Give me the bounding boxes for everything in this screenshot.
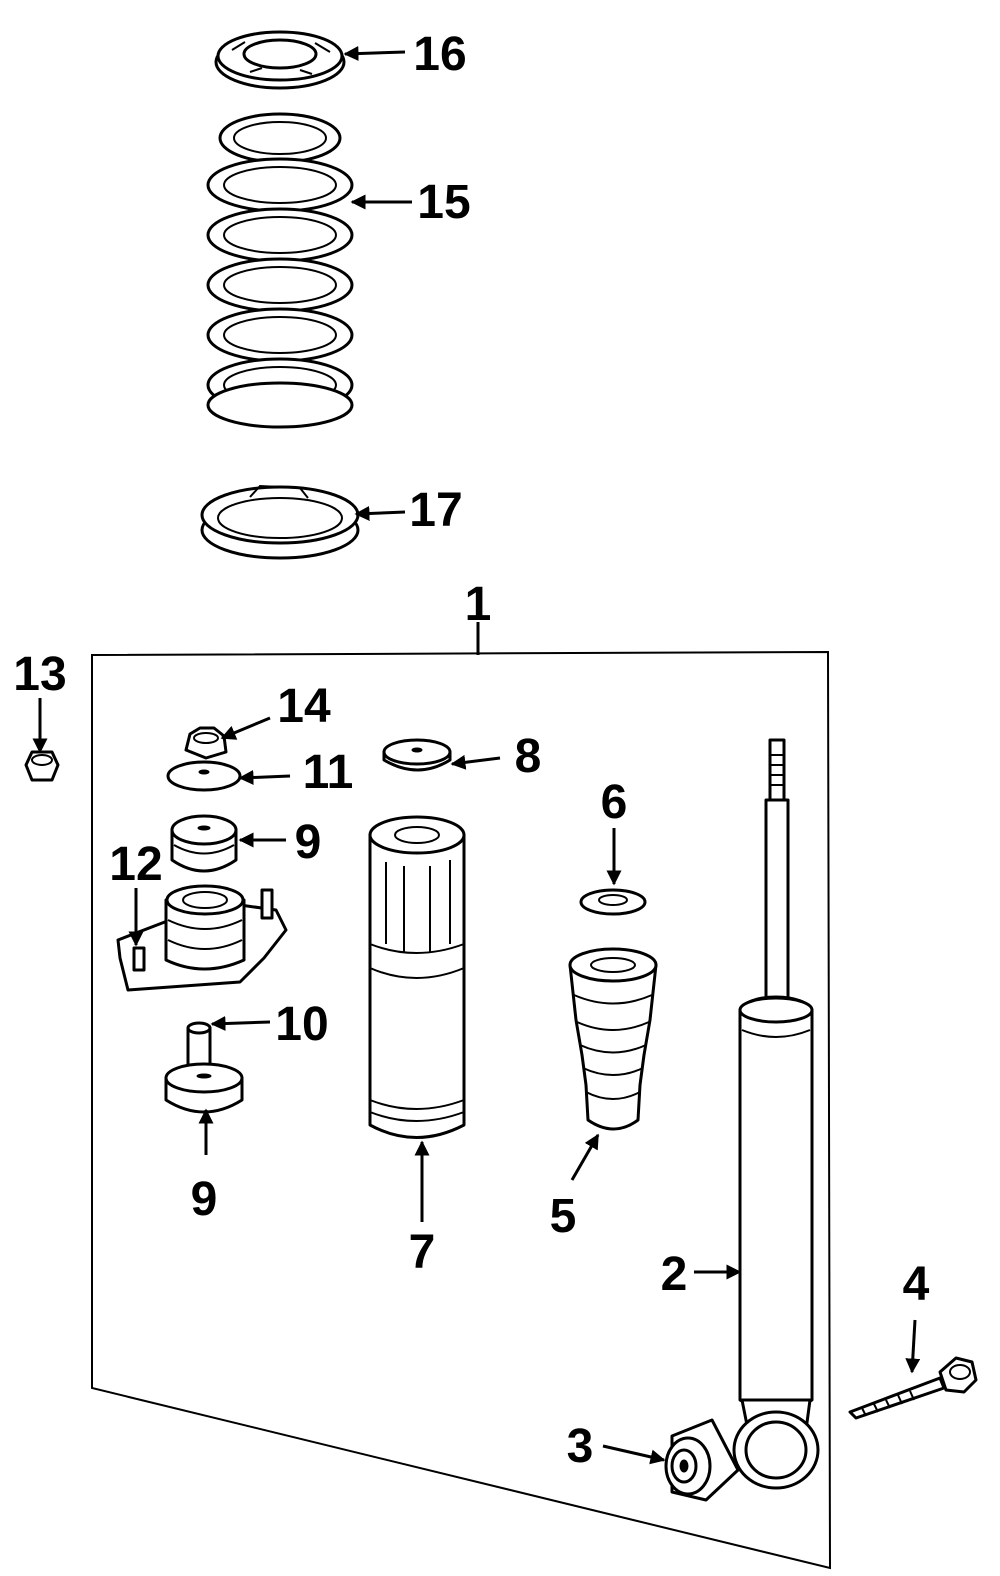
callout-14: 14: [277, 680, 331, 733]
callout-6: 6: [601, 776, 628, 829]
callout-7: 7: [409, 1226, 436, 1279]
nut-14: [184, 726, 228, 760]
callout-9-lower: 9: [191, 1173, 218, 1226]
callout-1: 1: [465, 578, 492, 631]
callout-3: 3: [567, 1420, 594, 1473]
washer-6: [579, 888, 647, 916]
upper-mount-plate: [116, 884, 288, 992]
leader-arrows: [32, 46, 921, 1465]
washer-11: [166, 760, 242, 792]
nut-13: [24, 750, 60, 782]
mount-bushing-lower: [164, 1062, 244, 1114]
callout-2: 2: [661, 1248, 688, 1301]
callout-5: 5: [550, 1190, 577, 1243]
callout-16: 16: [413, 28, 466, 81]
callout-labels: 1 2 3 4 5 6 7 8 9 9 10 11 12 13 14 15 16…: [13, 28, 929, 1473]
mounting-bolt-4: [848, 1356, 978, 1420]
assembly-outline: [91, 622, 832, 1570]
dust-boot-7: [368, 815, 466, 1139]
callout-4: 4: [903, 1258, 930, 1311]
coil-spring: [206, 112, 354, 429]
callout-9-upper: 9: [295, 816, 322, 869]
callout-11: 11: [303, 746, 354, 799]
washer-8: [382, 738, 452, 772]
mount-bushing-upper: [170, 814, 238, 873]
callout-8: 8: [515, 730, 542, 783]
callout-10: 10: [275, 998, 328, 1051]
callout-12: 12: [109, 838, 162, 891]
shock-absorber-2: [732, 738, 820, 1490]
callout-13: 13: [13, 648, 66, 701]
callout-17: 17: [409, 484, 462, 537]
spring-lower-seat: [200, 484, 360, 560]
spring-upper-seat: [214, 30, 346, 90]
lower-bushing-3: [664, 1418, 740, 1502]
callout-15: 15: [417, 176, 470, 229]
bump-stop-5: [568, 947, 658, 1131]
